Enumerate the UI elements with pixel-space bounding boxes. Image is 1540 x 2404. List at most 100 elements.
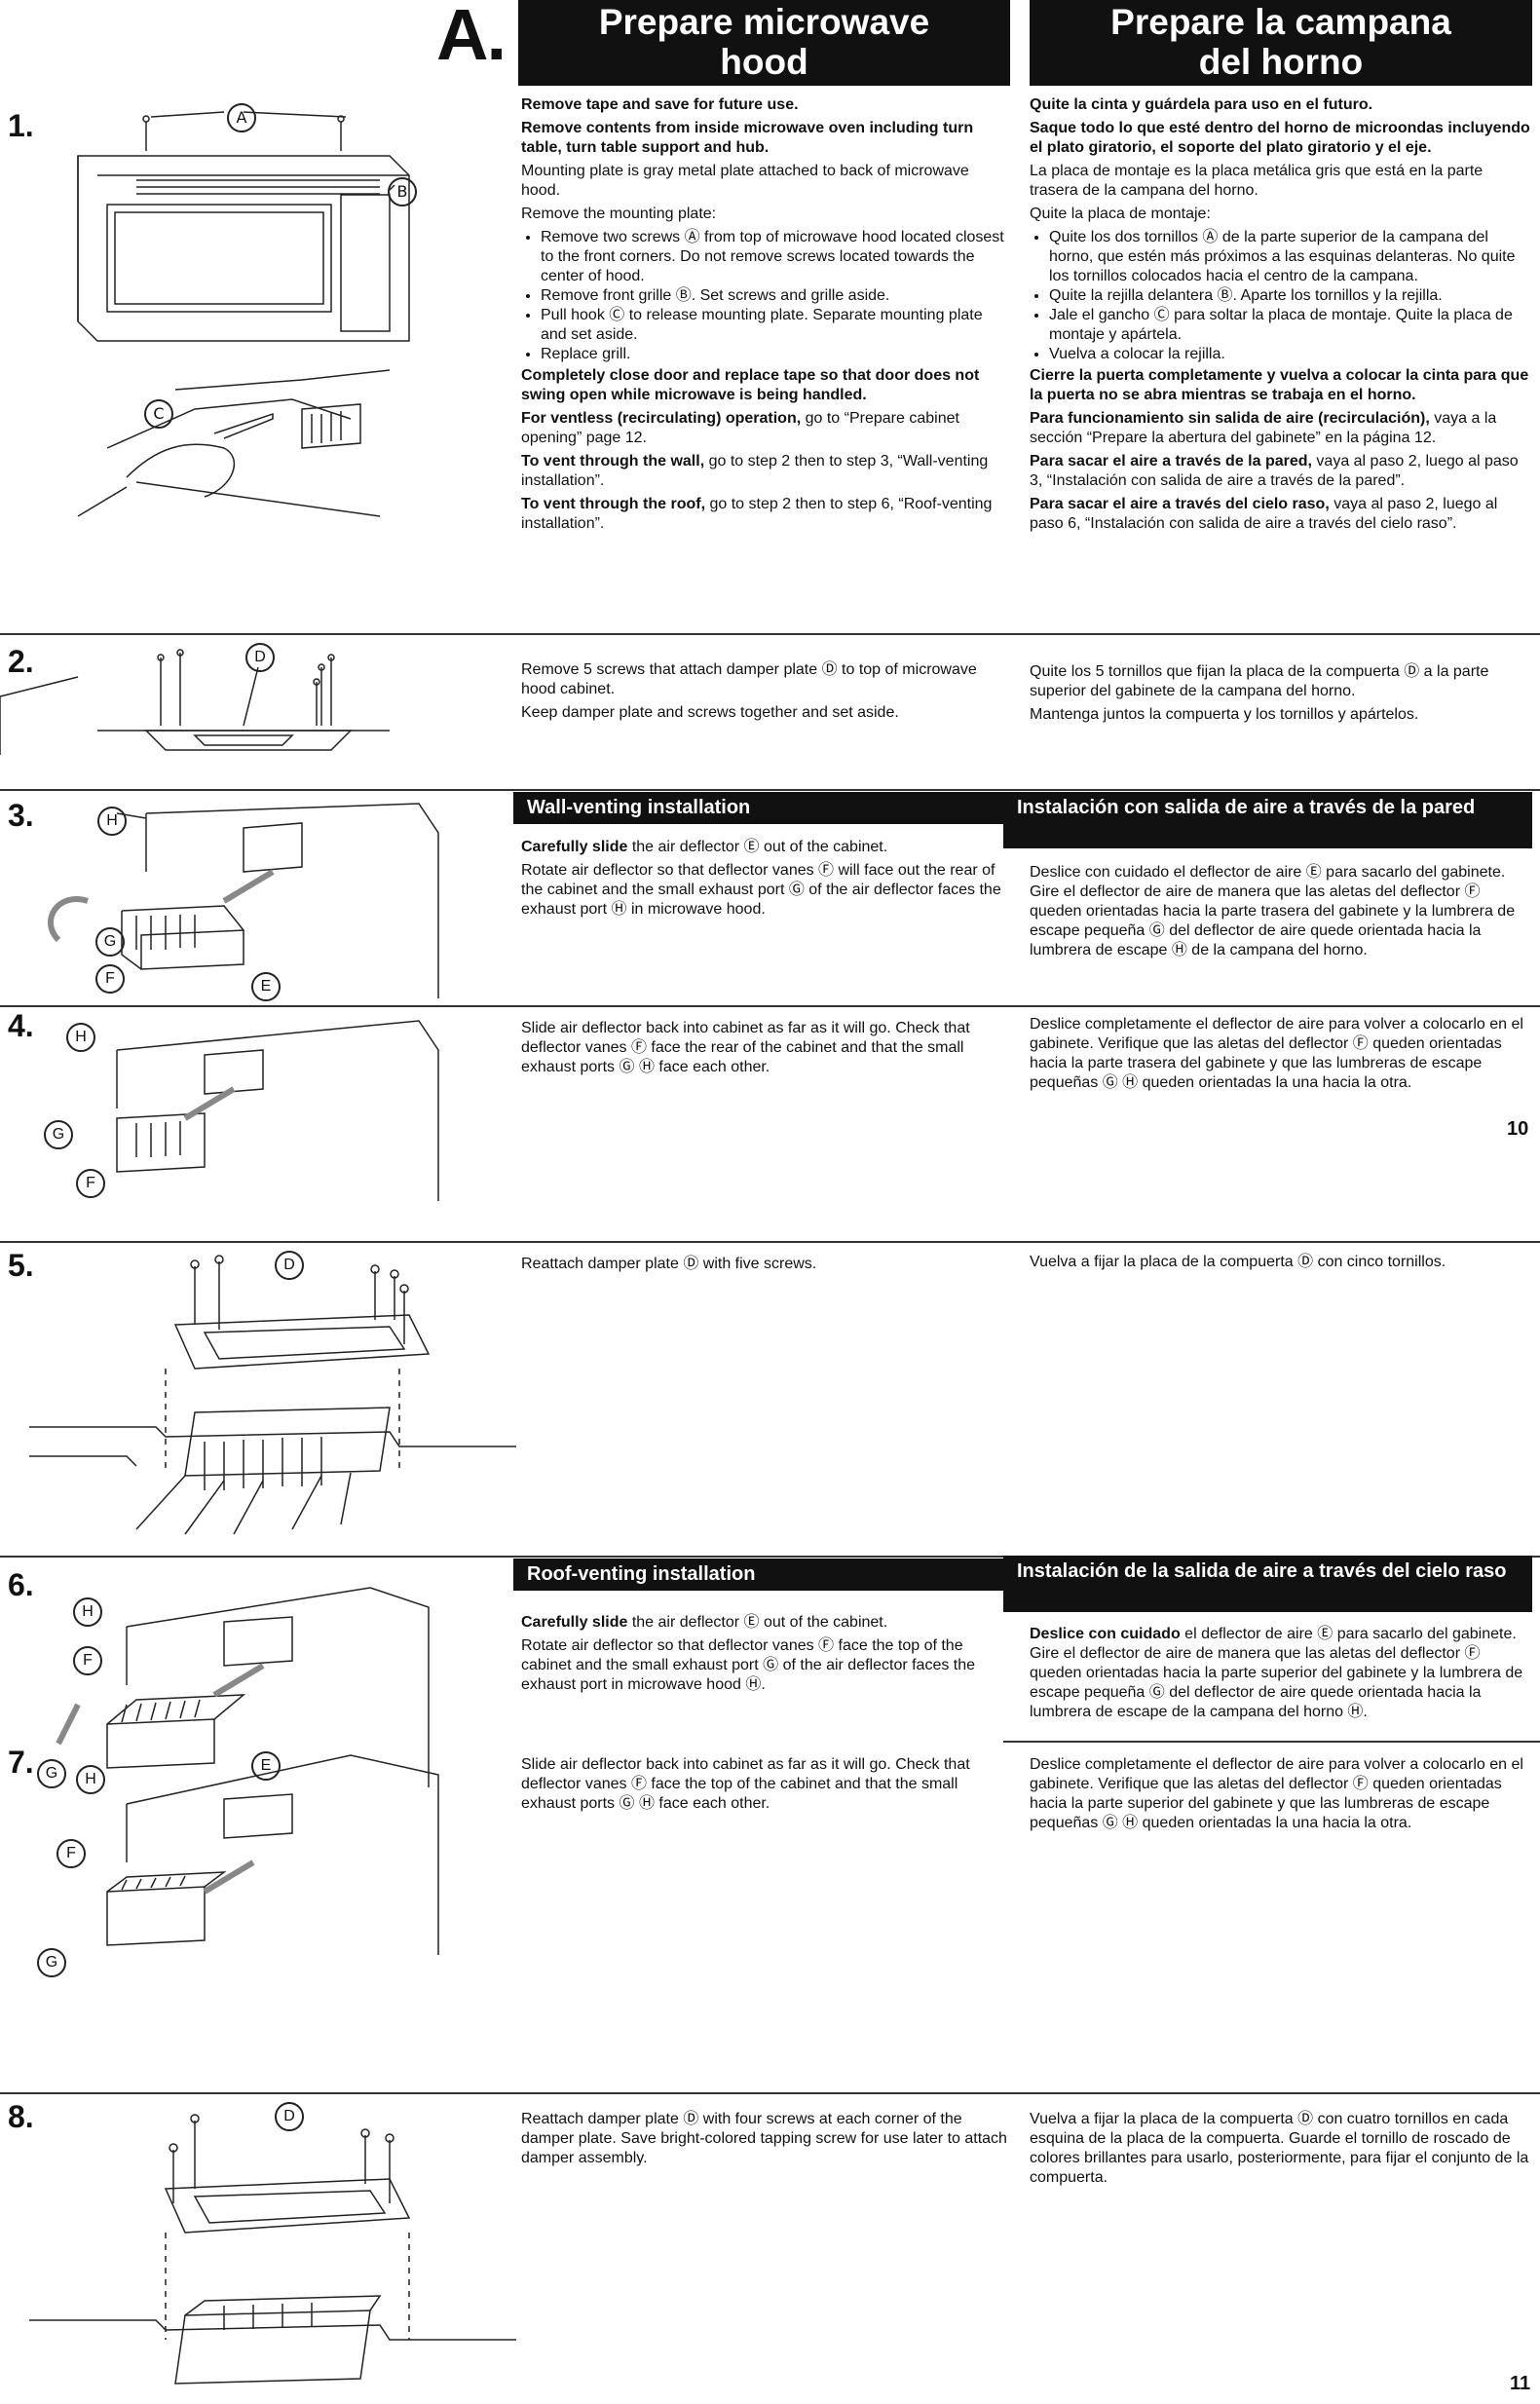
label-g-callout: G <box>37 1948 66 1977</box>
step5-en-p1: Reattach damper plate Ⓓ with five screws… <box>521 1256 817 1272</box>
step5-text-en: Reattach damper plate Ⓓ with five screws… <box>521 1255 1008 1278</box>
step1-en-p8-bold: To vent through the roof, <box>521 496 706 512</box>
label-g: G <box>52 1126 65 1143</box>
microwave-illustration <box>77 111 410 517</box>
section-letter: A. <box>436 0 507 75</box>
step1-en-p7: To vent through the wall, go to step 2 t… <box>521 452 1008 491</box>
roof-venting-header-es: Instalación de la salida de aire a travé… <box>1003 1556 1532 1612</box>
step3-en-bold: Carefully slide <box>521 839 628 855</box>
label-g: G <box>45 1954 58 1971</box>
step4-es-p1: Deslice completamente el deflector de ai… <box>1030 1016 1523 1091</box>
step1-es-p4: Quite la placa de montaje: <box>1030 206 1211 222</box>
step6-en-rest: the air deflector Ⓔ out of the cabinet. <box>627 1614 888 1631</box>
label-g-callout: G <box>44 1120 73 1149</box>
roof-venting-header-en: Roof-venting installation <box>513 1559 1007 1591</box>
step1-es-p8: Para sacar el aire a través del cielo ra… <box>1030 495 1532 534</box>
step7-text-es: Deslice completamente el deflector de ai… <box>1030 1755 1532 1837</box>
step6-en-p2: Rotate air deflector so that deflector v… <box>521 1637 976 1693</box>
section-title-es: Prepare la campana del horno <box>1030 0 1532 86</box>
step8-text-es: Vuelva a fijar la placa de la compuerta … <box>1030 2110 1532 2192</box>
label-f-callout: F <box>56 1839 86 1868</box>
damper-plate-reattach-illustration <box>29 1255 516 1535</box>
label-f: F <box>66 1845 76 1861</box>
step1-es-p7-rest: vaya al paso 2, luego al paso 3, “Instal… <box>1030 453 1519 489</box>
step2-en-p1: Remove 5 screws that attach damper plate… <box>521 661 977 697</box>
step1-es-li2: Quite la rejilla delantera Ⓑ. Aparte los… <box>1049 286 1532 306</box>
step4-text-en: Slide air deflector back into cabinet as… <box>521 1019 1008 1081</box>
step3-en-p2: Rotate air deflector so that deflector v… <box>521 862 1001 918</box>
label-f: F <box>86 1175 95 1191</box>
step1-en-p5: Completely close door and replace tape s… <box>521 367 980 403</box>
step1-illustration <box>68 97 438 526</box>
step3-text-es: Deslice con cuidado el deflector de aire… <box>1030 863 1532 964</box>
step6-illustration <box>19 1568 448 1792</box>
step-number: 4. <box>8 1008 34 1043</box>
label-f: F <box>83 1652 93 1669</box>
step1-es-p7: Para sacar el aire a través de la pared,… <box>1030 452 1532 491</box>
step-number: 2. <box>8 644 34 679</box>
section-title-es-line1: Prepare la campana <box>1110 2 1451 42</box>
label-a-callout: A <box>227 103 256 132</box>
step1-es-li3: Jale el gancho Ⓒ para soltar la placa de… <box>1049 306 1532 345</box>
divider <box>0 1241 1540 1243</box>
step-number: 1. <box>8 108 34 143</box>
step4-text-es: Deslice completamente el deflector de ai… <box>1030 1015 1532 1097</box>
label-d-callout: D <box>275 2102 304 2131</box>
step1-en-p1: Remove tape and save for future use. <box>521 96 799 113</box>
label-c: C <box>153 404 165 423</box>
label-d-callout: D <box>275 1251 304 1280</box>
air-deflector-illustration <box>116 1020 439 1201</box>
air-deflector-illustration <box>48 803 439 998</box>
step4-illustration <box>29 1011 448 1206</box>
step1-es-li4: Vuelva a colocar la rejilla. <box>1049 345 1532 364</box>
divider <box>0 2092 1540 2094</box>
step5-illustration <box>29 1247 516 1539</box>
label-h-callout: H <box>73 1597 102 1627</box>
damper-plate-illustration <box>0 649 390 755</box>
section-title-en-line2: hood <box>720 42 808 82</box>
step2-en-p2: Keep damper plate and screws together an… <box>521 704 899 721</box>
step5-es-p1: Vuelva a fijar la placa de la compuerta … <box>1030 1254 1446 1270</box>
label-g: G <box>103 933 117 950</box>
label-e-callout: E <box>251 972 281 1001</box>
label-g-callout: G <box>95 927 125 957</box>
section-title-en-line1: Prepare microwave <box>598 2 930 42</box>
step-number: 3. <box>8 798 34 833</box>
divider <box>0 1005 1540 1007</box>
label-a: A <box>236 108 247 127</box>
step8-text-en: Reattach damper plate Ⓓ with four screws… <box>521 2110 1008 2172</box>
air-deflector-illustration <box>56 1587 430 1787</box>
step6-es-p1: Deslice con cuidado el deflector de aire… <box>1030 1625 1532 1722</box>
step1-en-li3: Pull hook Ⓒ to release mounting plate. S… <box>541 306 1008 345</box>
label-f-callout: F <box>95 964 125 994</box>
label-b: B <box>396 182 408 201</box>
step1-es-p8-bold: Para sacar el aire a través del cielo ra… <box>1030 496 1330 512</box>
step1-en-li4: Replace grill. <box>541 345 1008 364</box>
step1-en-p8-rest: go to step 2 then to step 6, “Roof-venti… <box>521 496 993 532</box>
step3-illustration <box>29 794 448 1003</box>
label-h-callout: H <box>66 1023 95 1052</box>
label-e: E <box>260 978 272 995</box>
step6-text-en: Carefully slide the air deflector Ⓔ out … <box>521 1613 1008 1699</box>
label-b-callout: B <box>388 177 417 207</box>
page-number: 11 <box>1510 2373 1531 2394</box>
step1-es-p3: La placa de montaje es la placa metálica… <box>1030 163 1484 199</box>
wall-venting-header-en: Wall-venting installation <box>513 792 1007 824</box>
section-title-en: Prepare microwave hood <box>518 0 1010 86</box>
damper-plate-reattach-illustration <box>29 2114 516 2385</box>
label-e-callout: E <box>251 1751 281 1781</box>
label-h: H <box>75 1029 87 1045</box>
step3-en-rest: the air deflector Ⓔ out of the cabinet. <box>627 839 888 855</box>
label-c-callout: C <box>144 399 173 429</box>
step6-es-bold: Deslice con cuidado <box>1030 1626 1181 1642</box>
label-h: H <box>85 1771 96 1787</box>
step1-es-p6-rest: vaya a la sección “Prepare la abertura d… <box>1030 410 1497 446</box>
step1-es-list: Quite los dos tornillos Ⓐ de la parte su… <box>1030 228 1532 364</box>
step1-en-li2: Remove front grille Ⓑ. Set screws and gr… <box>541 286 1008 306</box>
step8-es-p1: Vuelva a fijar la placa de la compuerta … <box>1030 2111 1529 2186</box>
step-number: 6. <box>8 1567 34 1602</box>
step8-en-p1: Reattach damper plate Ⓓ with four screws… <box>521 2111 1007 2166</box>
step1-es-p2: Saque todo lo que esté dentro del horno … <box>1030 120 1530 156</box>
label-f-callout: F <box>73 1646 102 1675</box>
divider <box>0 633 1540 635</box>
